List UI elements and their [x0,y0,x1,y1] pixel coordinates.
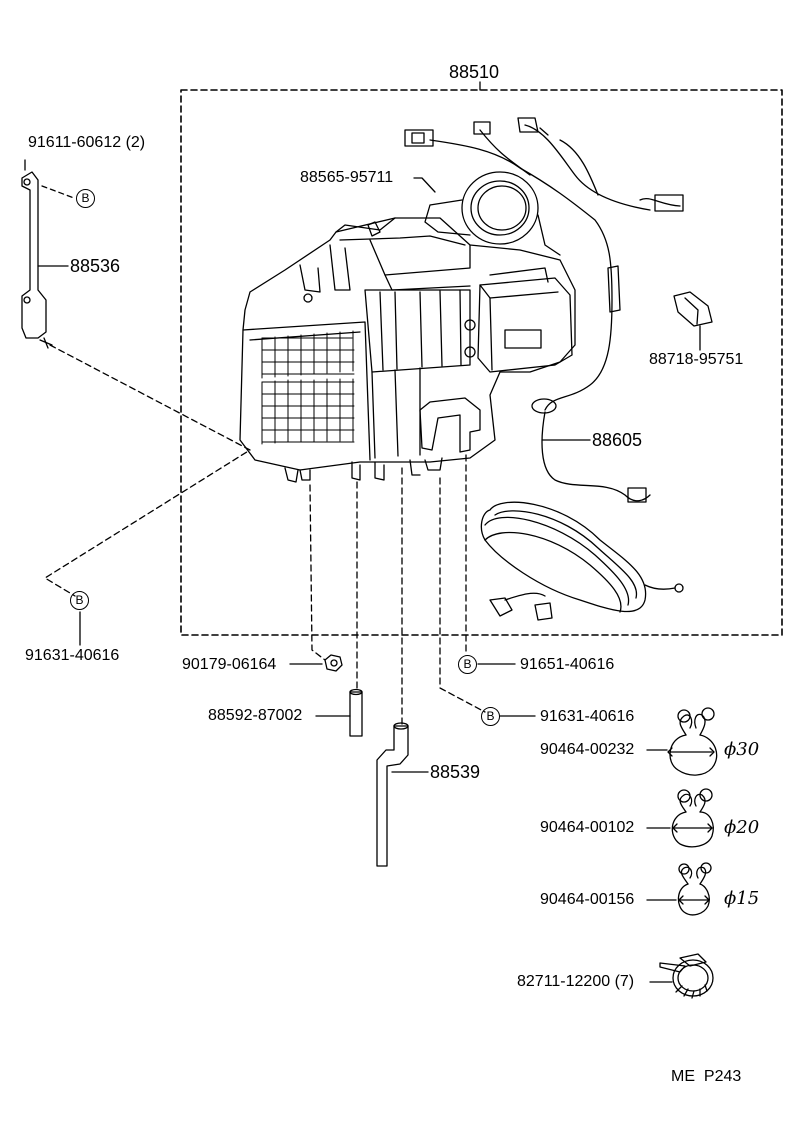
label-band: 82711-12200 (7) [517,973,635,990]
label-hose: 88592-87002 [208,707,303,724]
hose-88592 [349,688,363,737]
clamp-15 [677,862,712,916]
label-duct-bolt: 88565-95711 [300,169,394,186]
bracket-88536 [21,159,53,349]
dimension-20: ϕ20 [724,817,760,838]
clamp-30 [667,707,718,776]
label-bracket: 88536 [70,256,121,276]
heater-unit [239,217,576,483]
clamp-20 [671,788,714,848]
bolt-marker-left: B [70,591,89,610]
leader-duct-bolt [413,177,436,193]
leader-screw-right [439,477,486,713]
label-screw-right: 91631-40616 [540,708,635,725]
grille-upper [261,330,355,379]
dimension-30: ϕ30 [724,739,760,760]
bolt-marker-mid: B [458,655,477,674]
bolt-marker-right: B [481,707,500,726]
assembly-boundary [180,89,783,636]
clip-88718 [673,291,713,327]
label-nut: 90179-06164 [182,656,277,673]
leader-left-screw [44,344,251,597]
label-drain: 88539 [430,762,481,782]
page-reference: ME P243 [671,1068,742,1085]
label-screw-left: 91631-40616 [25,647,120,664]
wire-harness [404,117,684,414]
label-clamp-15: 90464-00156 [540,891,635,908]
drain-88539 [376,722,409,867]
dimension-15: ϕ15 [724,888,760,909]
grille-lower [261,378,355,445]
label-bracket-bolt: 91611-60612 (2) [28,134,146,151]
label-clamp-20: 90464-00102 [540,819,635,836]
label-clamp-30: 90464-00232 [540,741,635,758]
label-harness: 88605 [592,430,643,450]
label-clip-small: 88718-95751 [649,351,744,368]
nut-90179 [324,654,343,672]
leader-bracket-bolt [41,185,75,199]
label-screw-mid: 91651-40616 [520,656,615,673]
assembly-number: 88510 [449,62,500,82]
harness-88605 [480,411,684,621]
bolt-marker-bracket: B [76,189,95,208]
blower-duct [424,171,561,256]
band-82711 [659,953,714,999]
leader-nut [309,484,326,661]
